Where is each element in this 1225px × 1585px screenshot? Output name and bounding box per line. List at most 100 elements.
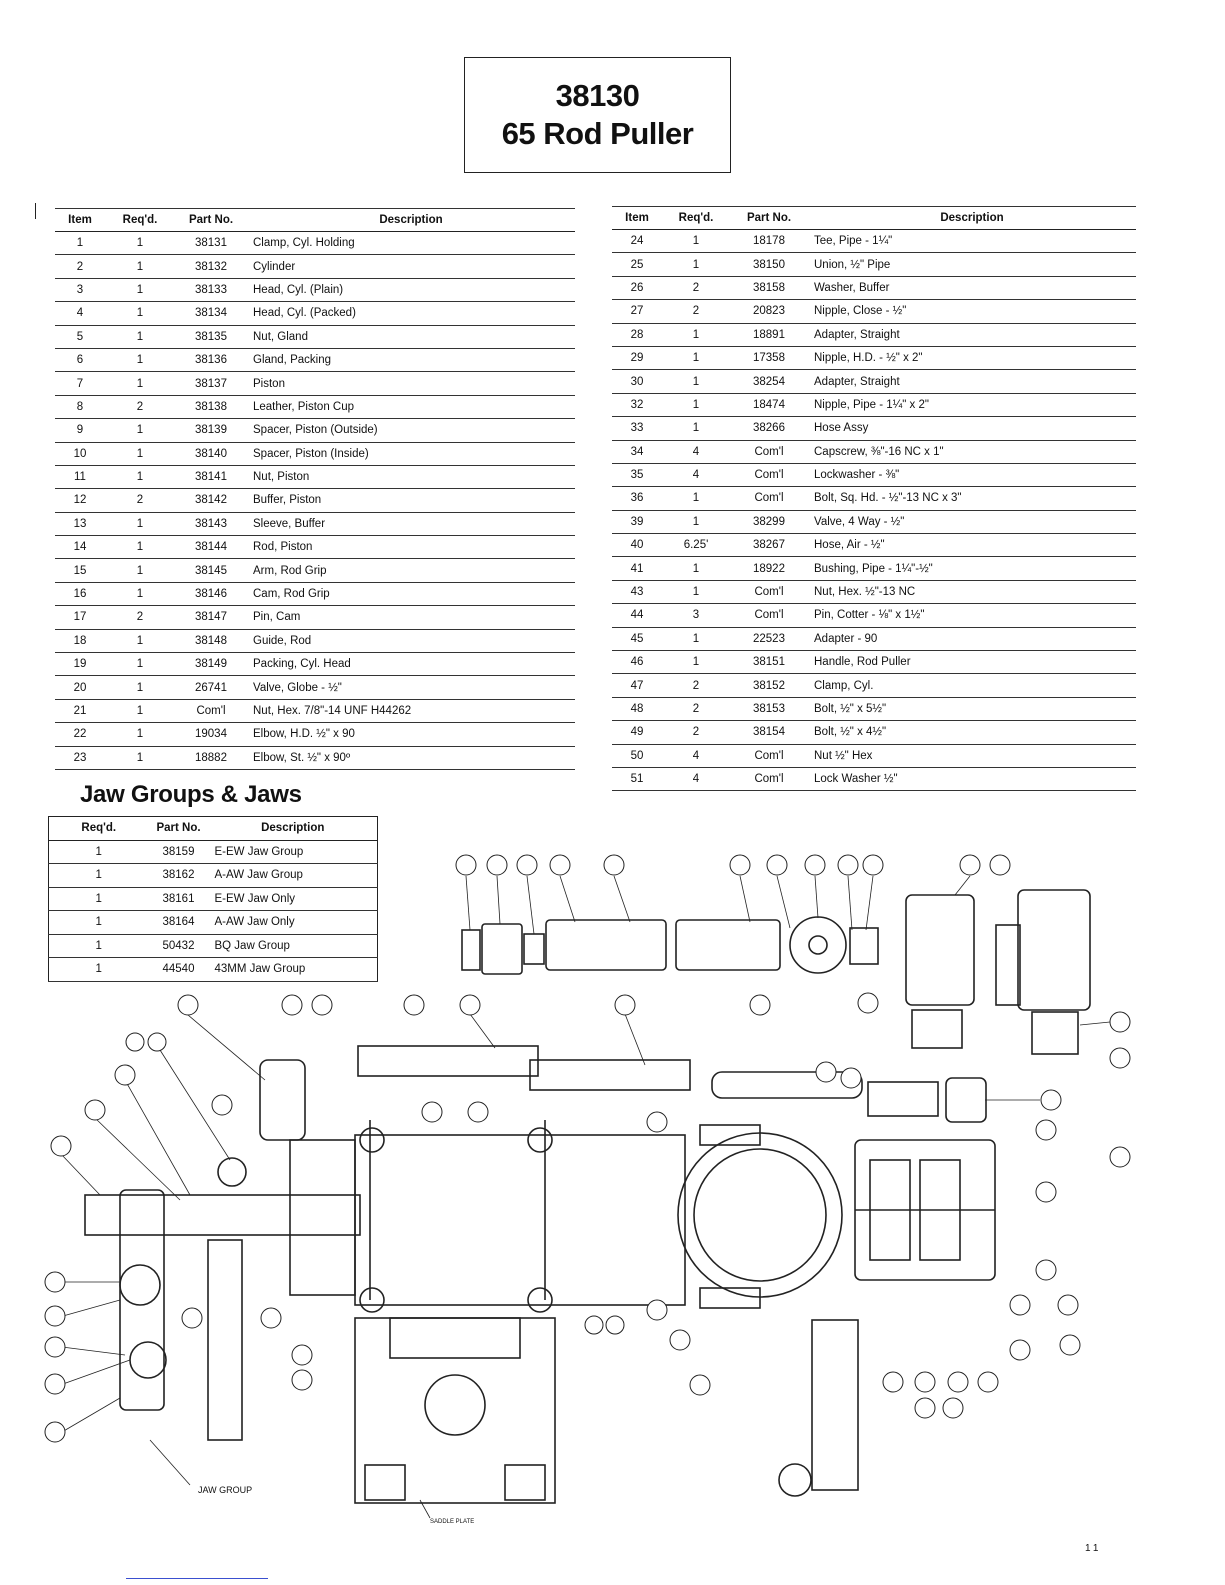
cell-item: 47 xyxy=(612,673,662,698)
cell-part-no: 38139 xyxy=(175,418,247,443)
cell-reqd: 2 xyxy=(105,605,175,630)
cell-item: 40 xyxy=(612,533,662,558)
cell-item: 12 xyxy=(55,488,105,513)
cell-description: Spacer, Piston (Inside) xyxy=(247,442,575,466)
cell-description: Nut, Hex. 7/8"-14 UNF H44262 xyxy=(247,699,575,724)
cell-description: Valve, Globe - ½" xyxy=(247,675,575,700)
cell-part-no: 38154 xyxy=(730,720,808,745)
cell-part-no: 38150 xyxy=(730,252,808,277)
cell-description: BQ Jaw Group xyxy=(208,934,378,958)
cell-part-no: 26741 xyxy=(175,675,247,700)
cell-reqd: 1 xyxy=(105,512,175,537)
cell-reqd: 1 xyxy=(105,465,175,490)
cell-description: Piston xyxy=(247,371,575,396)
hose-shape xyxy=(545,919,667,971)
cell-description: Handle, Rod Puller xyxy=(808,650,1136,675)
cell-description: Hose, Air - ½" xyxy=(808,533,1136,558)
cell-part-no: 38148 xyxy=(175,629,247,654)
cell-description: Nut ½" Hex xyxy=(808,744,1136,768)
cell-item: 19 xyxy=(55,652,105,677)
cell-description: Hose Assy xyxy=(808,416,1136,441)
cell-part-no: 38161 xyxy=(148,887,209,911)
margin-mark xyxy=(35,203,36,219)
cell-reqd: 1 xyxy=(48,863,149,888)
cell-description: Gland, Packing xyxy=(247,348,575,373)
cell-item: 2 xyxy=(55,254,105,279)
cell-reqd: 1 xyxy=(105,254,175,279)
cell-description: Tee, Pipe - 1¼" xyxy=(808,229,1136,254)
cell-part-no: 38145 xyxy=(175,558,247,583)
cell-reqd: 4 xyxy=(662,463,730,488)
cell-item: 17 xyxy=(55,605,105,630)
cell-reqd: 1 xyxy=(662,556,730,581)
cell-reqd: 4 xyxy=(662,440,730,464)
cell-reqd: 1 xyxy=(105,582,175,607)
cell-reqd: 1 xyxy=(662,252,730,277)
cell-reqd: 2 xyxy=(662,673,730,698)
cell-item: 43 xyxy=(612,580,662,605)
cell-item: 1 xyxy=(55,231,105,256)
cell-description: Cam, Rod Grip xyxy=(247,582,575,607)
cell-description: Pin, Cam xyxy=(247,605,575,630)
col-reqd: Req'd. xyxy=(48,816,149,841)
cell-item: 29 xyxy=(612,346,662,371)
cell-reqd: 1 xyxy=(662,229,730,254)
cell-description: Rod, Piston xyxy=(247,535,575,560)
cell-part-no: 19034 xyxy=(175,722,247,747)
col-item: Item xyxy=(612,206,662,230)
cell-description: Buffer, Piston xyxy=(247,488,575,513)
cell-item: 34 xyxy=(612,440,662,464)
cell-part-no: 18178 xyxy=(730,229,808,254)
cell-reqd: 1 xyxy=(662,416,730,441)
clamp-arm-shape xyxy=(811,1319,859,1491)
cell-part-no: Com'l xyxy=(730,463,808,488)
cell-description: Nut, Piston xyxy=(247,465,575,490)
piston-rod-shape xyxy=(84,1194,361,1236)
cell-part-no: 18922 xyxy=(730,556,808,581)
cell-part-no: 38143 xyxy=(175,512,247,537)
cell-item: 27 xyxy=(612,299,662,324)
cell-item: 33 xyxy=(612,416,662,441)
col-description: Description xyxy=(247,208,575,232)
head-shape xyxy=(289,1139,356,1296)
cell-reqd: 1 xyxy=(105,558,175,583)
cell-reqd: 2 xyxy=(662,299,730,324)
title-box: 38130 65 Rod Puller xyxy=(464,57,731,173)
cell-description: Nut, Hex. ½"-13 NC xyxy=(808,580,1136,605)
hose-shape-2 xyxy=(675,919,781,971)
tee-shape-2 xyxy=(1017,889,1091,1011)
cell-reqd: 1 xyxy=(105,652,175,677)
cell-part-no: 38137 xyxy=(175,371,247,396)
cell-item: 46 xyxy=(612,650,662,675)
cell-description: Adapter, Straight xyxy=(808,323,1136,347)
bushing-shape xyxy=(849,927,879,965)
cell-item: 48 xyxy=(612,697,662,722)
cell-item: 16 xyxy=(55,582,105,607)
cell-reqd: 1 xyxy=(105,722,175,747)
cylinder-shape xyxy=(354,1134,686,1306)
cell-reqd: 1 xyxy=(662,323,730,347)
cell-reqd: 4 xyxy=(662,767,730,792)
cell-reqd: 1 xyxy=(48,840,149,864)
cell-part-no: 18474 xyxy=(730,393,808,418)
saddle-plate-shape xyxy=(354,1317,556,1504)
cell-item: 25 xyxy=(612,252,662,277)
jaw-table-header: Req'd. Part No. Description xyxy=(48,816,378,841)
cell-item: 15 xyxy=(55,558,105,583)
cell-reqd: 2 xyxy=(662,697,730,722)
cell-description: 43MM Jaw Group xyxy=(208,957,378,982)
cell-part-no: 38134 xyxy=(175,301,247,326)
